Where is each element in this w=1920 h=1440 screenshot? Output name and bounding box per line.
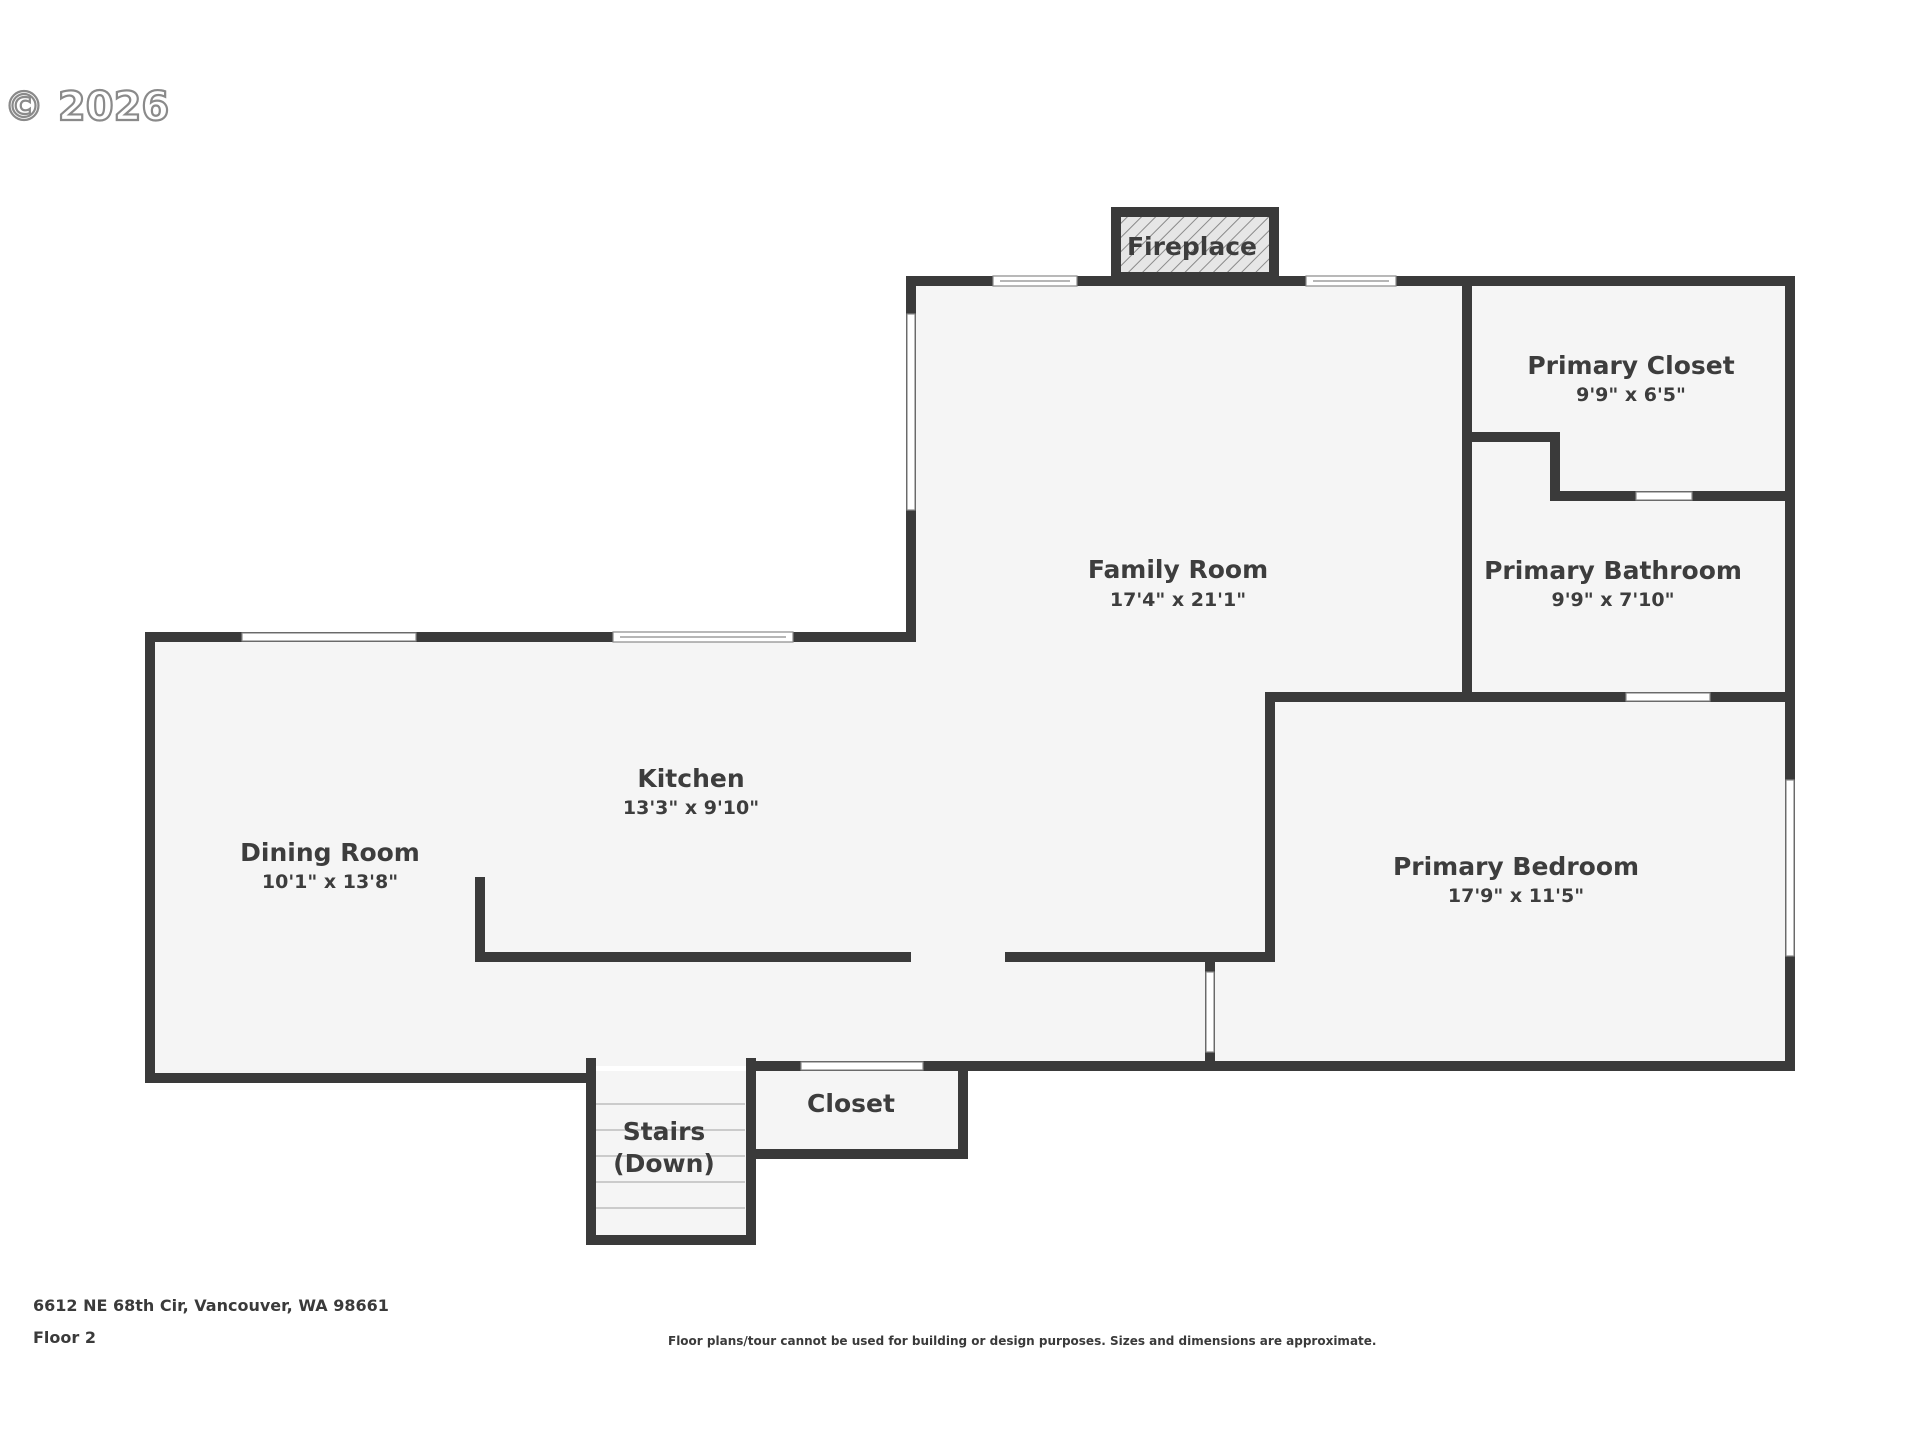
dining-room-label: Dining Room: [240, 838, 420, 867]
floor-label: Floor 2: [33, 1328, 96, 1347]
room-labels: Fireplace Family Room 17'4" x 21'1" Prim…: [240, 232, 1742, 1178]
dining-room-dims: 10'1" x 13'8": [262, 871, 398, 893]
stairs-direction-label: (Down): [613, 1149, 715, 1178]
primary-bedroom-dims: 17'9" x 11'5": [1448, 885, 1584, 907]
primary-bedroom-label: Primary Bedroom: [1393, 852, 1639, 881]
stair-treads: [595, 1103, 745, 1209]
property-address: 6612 NE 68th Cir, Vancouver, WA 98661: [33, 1296, 389, 1315]
primary-closet-dims: 9'9" x 6'5": [1576, 384, 1686, 406]
closet-label: Closet: [807, 1089, 895, 1118]
family-room-dims: 17'4" x 21'1": [1110, 589, 1246, 611]
primary-bathroom-dims: 9'9" x 7'10": [1551, 589, 1674, 611]
floor-fills: [150, 285, 1790, 1239]
kitchen-dims: 13'3" x 9'10": [623, 797, 759, 819]
primary-bathroom-label: Primary Bathroom: [1484, 556, 1742, 585]
stairs-label: Stairs: [623, 1117, 706, 1146]
kitchen-label: Kitchen: [637, 764, 744, 793]
disclaimer-text: Floor plans/tour cannot be used for buil…: [668, 1334, 1377, 1348]
fireplace-label: Fireplace: [1127, 232, 1257, 261]
fireplace-box: [1111, 207, 1279, 282]
windows: [241, 275, 1795, 1071]
family-room-label: Family Room: [1088, 555, 1268, 584]
copyright-watermark: © 2026: [4, 84, 169, 130]
primary-closet-label: Primary Closet: [1527, 351, 1734, 380]
